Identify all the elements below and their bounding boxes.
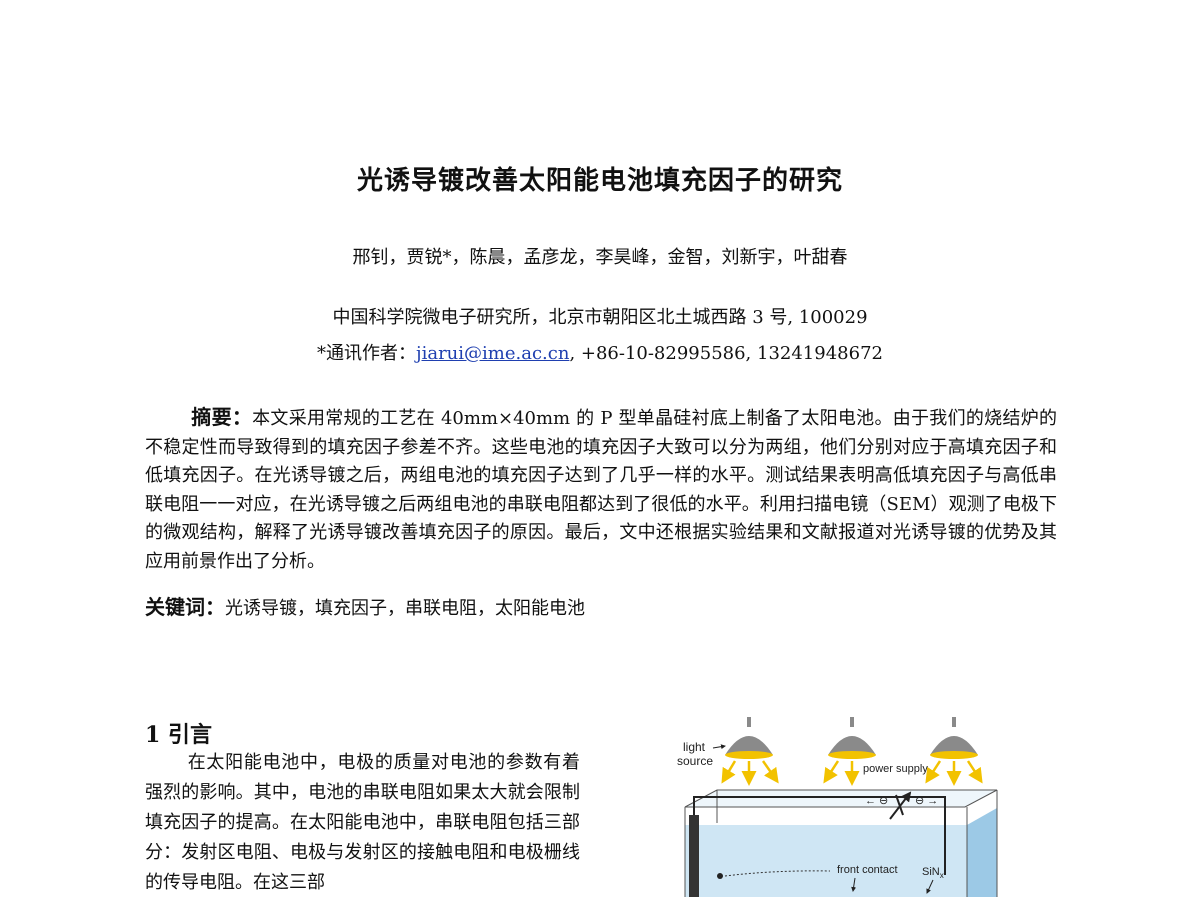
svg-text:← ⊖: ← ⊖ (865, 795, 888, 807)
abstract-label: 摘要： (191, 405, 253, 429)
author-list: 邢钊，贾锐*，陈晨，孟彦龙，李昊峰，金智，刘新宇，叶甜春 (352, 247, 848, 268)
keywords-label: 关键词： (145, 595, 225, 619)
front-contact-label: front contact (837, 864, 898, 876)
affiliation: 中国科学院微电子研究所，北京市朝阳区北土城西路 3 号, 100029 (332, 307, 868, 328)
section-body: 在太阳能电池中，电极的质量对电池的参数有着强烈的影响。其中，电池的串联电阻如果太… (145, 748, 580, 898)
sinx-sub: x (940, 871, 944, 880)
lamp-3 (930, 717, 978, 759)
section-paragraph: 在太阳能电池中，电极的质量对电池的参数有着强烈的影响。其中，电池的串联电阻如果太… (145, 752, 580, 893)
keywords-text: 光诱导镀，填充因子，串联电阻，太阳能电池 (225, 598, 585, 619)
sinx-label: SiNx (922, 866, 944, 880)
plating-bath (684, 789, 998, 897)
lamp-2 (828, 717, 876, 759)
section-heading: 1 引言 (145, 722, 212, 748)
power-supply-label: power supply (863, 763, 928, 775)
circuit: ← ⊖ ⊖ → (689, 791, 946, 897)
corr-phone: , +86-10-82995586, 13241948672 (569, 343, 883, 364)
corr-email-link[interactable]: jiarui@ime.ac.cn (416, 343, 570, 364)
light-label-line2: source (677, 754, 713, 768)
lamp-1 (725, 717, 773, 759)
light-rays (721, 760, 983, 786)
sinx-main: SiN (922, 866, 940, 878)
lip-setup-diagram: ← ⊖ ⊖ → (677, 717, 998, 897)
corresponding-author: *通讯作者：jiarui@ime.ac.cn, +86-10-82995586,… (0, 339, 1200, 365)
keywords: 关键词：光诱导镀，填充因子，串联电阻，太阳能电池 (145, 593, 1057, 623)
paper-title: 光诱导镀改善太阳能电池填充因子的研究 (356, 166, 843, 196)
abstract-text: 本文采用常规的工艺在 40mm×40mm 的 P 型单晶硅衬底上制备了太阳电池。… (145, 408, 1058, 572)
corr-prefix: *通讯作者： (317, 343, 416, 364)
svg-text:⊖ →: ⊖ → (915, 795, 938, 807)
ion-dot (717, 873, 723, 879)
figure-diagram: ← ⊖ ⊖ → (665, 715, 1005, 897)
anode-electrode (689, 815, 699, 897)
abstract: 摘要：本文采用常规的工艺在 40mm×40mm 的 P 型单晶硅衬底上制备了太阳… (145, 403, 1057, 576)
light-label-line1: light (683, 740, 706, 754)
